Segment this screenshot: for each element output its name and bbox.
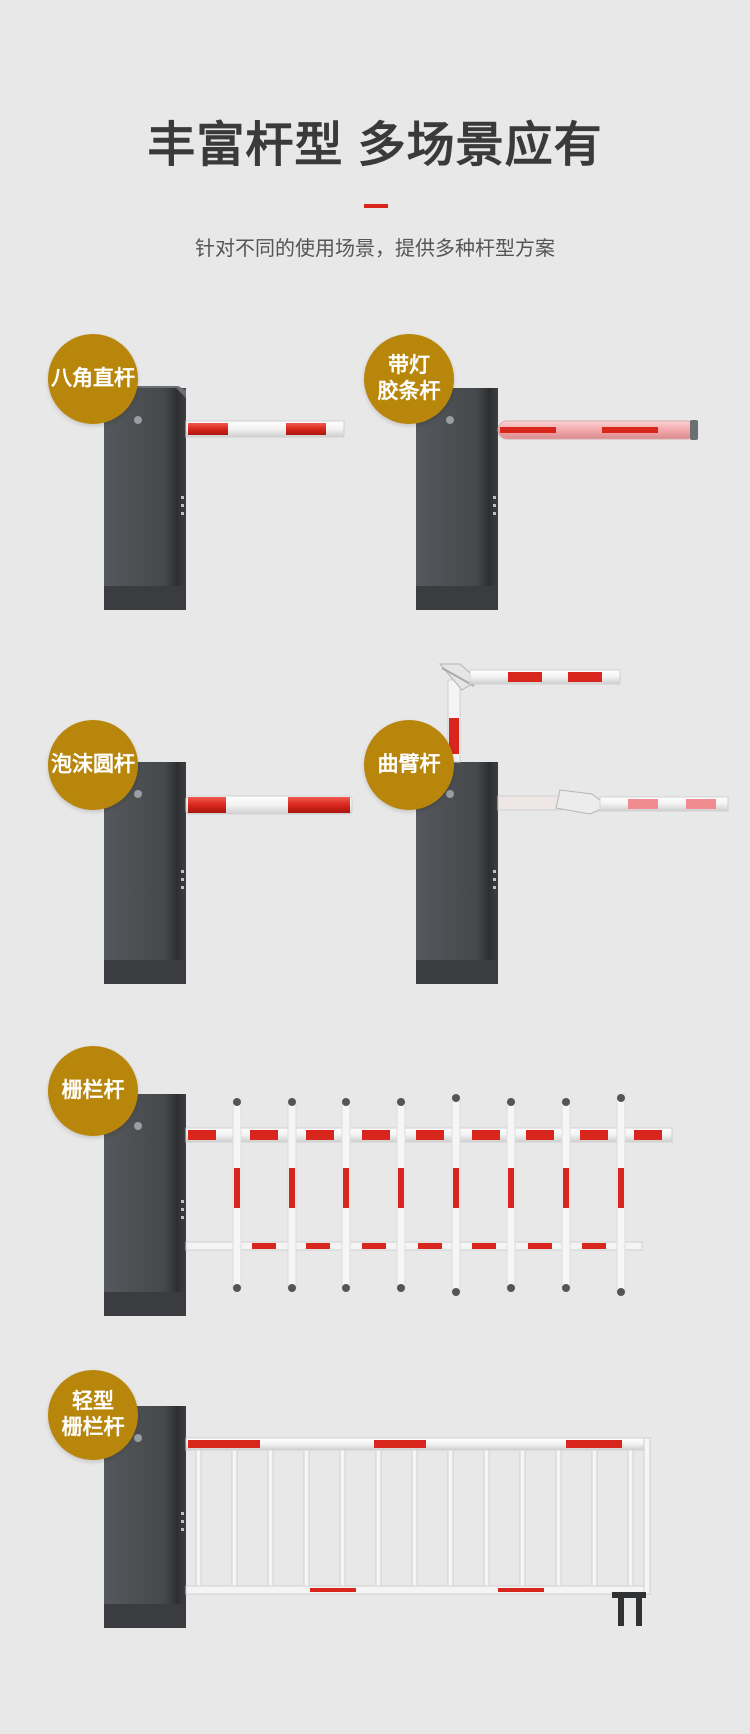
page-subtitle: 针对不同的使用场景，提供多种杆型方案 — [195, 238, 555, 260]
product-badge-led-strip: 带灯 胶条杆 — [364, 334, 454, 424]
boom-folding-arm-lowered — [497, 789, 729, 815]
cabinet-foam-round — [104, 762, 186, 984]
cabinet-led-strip — [416, 388, 498, 610]
boom-octagonal — [185, 420, 345, 438]
boom-foam-round — [185, 795, 353, 815]
product-badge-octagonal: 八角直杆 — [48, 334, 138, 424]
page-title: 丰富杆型 多场景应有 — [147, 119, 603, 172]
boom-light-fence — [185, 1437, 651, 1626]
boom-fence — [185, 1094, 673, 1296]
boom-folding-arm-raised — [438, 663, 621, 763]
cabinet-octagonal — [104, 386, 186, 610]
product-badge-fence: 栅栏杆 — [48, 1046, 138, 1136]
product-badge-light-fence: 轻型 栅栏杆 — [48, 1370, 138, 1460]
cabinet-fence — [104, 1094, 186, 1316]
boom-led-strip — [497, 420, 698, 440]
title-accent-line — [364, 204, 388, 208]
product-badge-foam-round: 泡沫圆杆 — [48, 720, 138, 810]
product-badge-folding-arm: 曲臂杆 — [364, 720, 454, 810]
